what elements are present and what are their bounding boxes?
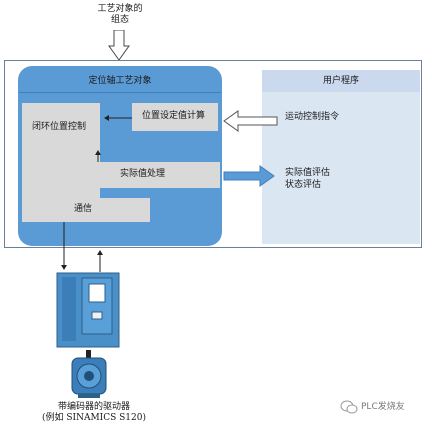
status-eval-label: 状态评估 [285, 180, 322, 190]
config-label-line2: 组态 [110, 15, 129, 25]
watermark-text: PLC发烧友 [361, 401, 405, 412]
actual-eval-label: 实际值评估 [285, 168, 331, 178]
closed-loop-label: 闭环位置控制 [32, 122, 87, 132]
drive-caption-line2: (例如 SINAMICS S120) [41, 413, 146, 423]
left-arrow-icon [223, 110, 278, 132]
communication-label: 通信 [74, 204, 93, 214]
drive-caption-line1: 带编码器的驱动器 [57, 402, 130, 412]
motion-commands-label: 运动控制指令 [285, 112, 340, 122]
config-label: 工艺对象的 组态 [80, 4, 160, 26]
config-down-arrow-icon [108, 30, 130, 61]
drive-caption: 带编码器的驱动器 (例如 SINAMICS S120) [24, 402, 164, 424]
actual-processing-label: 实际值处理 [120, 169, 166, 179]
arrowhead [104, 115, 109, 121]
actual-processing-block [78, 162, 220, 188]
setpoint-block [132, 103, 218, 131]
watermark: PLC发烧友 [340, 400, 405, 414]
setpoint-label: 位置设定值计算 [142, 111, 206, 121]
user-program-header [262, 70, 420, 92]
drive-unit-icon [56, 272, 120, 348]
config-label-line1: 工艺对象的 [97, 4, 143, 14]
tech-object-title: 定位轴工艺对象 [88, 76, 152, 86]
motor-icon [71, 350, 107, 398]
user-program-title: 用户程序 [322, 76, 359, 86]
right-arrow-icon [223, 165, 275, 187]
communication-block [22, 198, 150, 222]
tech-object-divider [19, 92, 221, 93]
user-program-panel [262, 70, 420, 244]
wechat-icon [340, 400, 358, 414]
